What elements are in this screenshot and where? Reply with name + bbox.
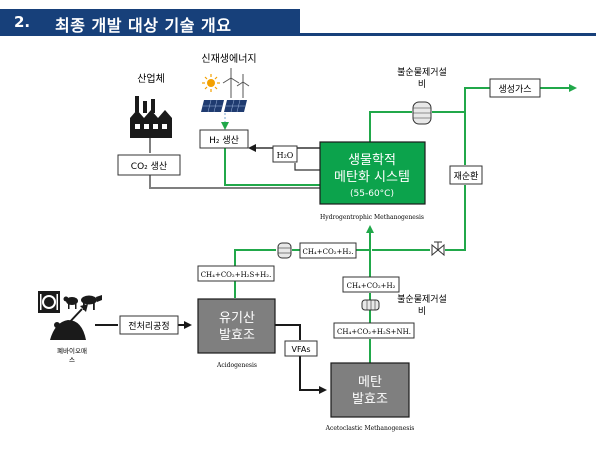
gas-left-label: CH₄+CO₂+H₂S+H₂.	[201, 271, 272, 279]
recirculation-box	[449, 165, 483, 185]
gas-mid-label: CH₄+CO₂+H₂.	[302, 248, 353, 256]
methanogenesis-title-1: 메탄	[358, 375, 382, 390]
gas-lower-box	[333, 322, 415, 339]
recirculation-label: 재순환	[454, 170, 479, 182]
impurity-mid-label-1: 불순물제거설	[397, 294, 447, 305]
acidogenesis-title-2: 발효조	[219, 328, 255, 343]
industry-label: 산업체	[137, 72, 165, 85]
food-icon	[38, 291, 60, 313]
solar-panel-icon	[201, 99, 247, 113]
acidogenesis-title-1: 유기산	[219, 311, 255, 326]
methanogenesis-reactor-box	[330, 362, 410, 418]
page-title: 최종 개발 대상 기술 개요	[55, 16, 232, 35]
hydrogenotrophic-caption: Hydrogentrophic Methanogenesis	[320, 214, 424, 221]
vfas-to-meth-arrow	[299, 356, 327, 394]
methanogenesis-caption: Acetoclastic Methanogenesis	[325, 425, 415, 432]
renewable-label: 신재생에너지	[201, 53, 256, 65]
bio-methanation-title-1: 생물학적	[348, 153, 396, 168]
h2o-box	[272, 145, 298, 163]
h2o-label: H₂O	[277, 151, 294, 160]
product-gas-label: 생성가스	[498, 84, 531, 95]
impurity-top-label-2: 비	[418, 79, 426, 90]
waste-biomass-label-1: 폐바이오매	[57, 346, 87, 355]
gas-left-box	[197, 265, 275, 282]
gas-mid-box	[299, 242, 357, 259]
compost-shovel-icon	[50, 304, 88, 340]
co2-to-bio-line	[149, 175, 320, 189]
impurity-top-label-1: 불순물제거설	[397, 67, 447, 78]
bio-methanation-title-2: 메탄화 시스템	[334, 170, 410, 185]
acidogenesis-reactor-box	[197, 298, 276, 354]
recirc-line-bottom	[445, 185, 466, 251]
co2-production-label: CO₂ 생산	[131, 161, 167, 172]
pretreatment-box	[119, 315, 179, 335]
wind-turbine-icon	[222, 68, 250, 98]
gas-right-label: CH₄+CO₂+H₂	[347, 282, 396, 290]
co2-production-box	[117, 154, 181, 176]
page-header: 2. 최종 개발 대상 기술 개요	[0, 0, 596, 46]
header-rule	[300, 33, 596, 36]
filter-to-product-line	[432, 87, 490, 113]
waste-biomass-label-2: 스	[69, 356, 75, 364]
h2-production-label: H₂ 생산	[209, 135, 239, 146]
vfas-box	[284, 340, 318, 357]
h2o-line	[294, 163, 320, 171]
gas-filter-icon	[277, 242, 292, 259]
header-band	[0, 9, 300, 36]
gas-right-box	[342, 276, 400, 293]
gas-filter-icon	[361, 299, 380, 311]
section-number: 2.	[14, 13, 31, 31]
h2-production-box	[199, 129, 249, 149]
vfas-label: VFAs	[292, 345, 311, 354]
acid-gas-line	[234, 249, 276, 298]
methanogenesis-title-2: 발효조	[352, 392, 388, 407]
factory-icon	[130, 96, 172, 138]
acidogenesis-caption: Acidogenesis	[216, 362, 257, 369]
impurity-mid-label-2: 비	[418, 306, 426, 317]
sun-icon	[202, 74, 220, 92]
bio-to-filter-line	[369, 111, 412, 142]
bio-methanation-temp: (55-60°C)	[350, 189, 394, 199]
bio-methanation-box	[319, 141, 426, 205]
pretreatment-label: 전처리공정	[128, 320, 169, 332]
gas-filter-icon	[412, 101, 432, 125]
product-gas-box	[489, 78, 541, 98]
valve-icon	[431, 241, 445, 257]
acid-to-vfas-line	[275, 324, 301, 340]
h2-to-bio-line	[224, 148, 320, 186]
gas-lower-label: CH₄+CO₂+H₂S+NH.	[337, 328, 411, 336]
